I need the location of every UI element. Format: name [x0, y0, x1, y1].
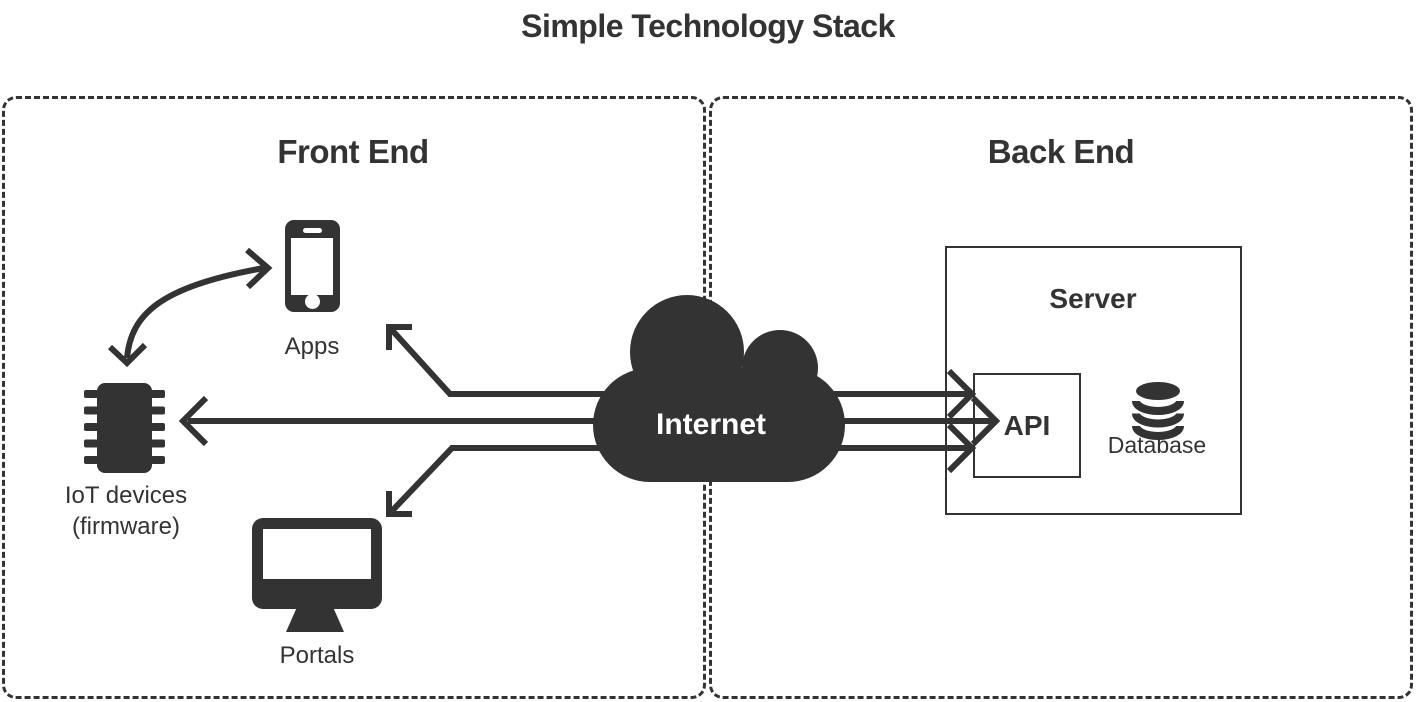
front-end-zone	[2, 96, 706, 699]
front-end-label: Front End	[277, 133, 429, 170]
iot-devices-label: IoT devices (firmware)	[65, 480, 187, 542]
api-label: API	[1003, 409, 1051, 441]
internet-label: Internet	[655, 408, 767, 441]
back-end-label: Back End	[987, 133, 1135, 170]
server-label: Server	[1049, 283, 1137, 314]
iot-devices-label-line1: IoT devices	[64, 482, 188, 509]
server-box	[945, 246, 1242, 515]
page-title: Simple Technology Stack	[521, 8, 895, 44]
iot-devices-label-line2: (firmware)	[71, 513, 180, 540]
portals-label: Portals	[279, 642, 355, 669]
database-label: Database	[1107, 432, 1207, 458]
apps-label: Apps	[284, 333, 340, 360]
api-box: API	[973, 373, 1081, 478]
